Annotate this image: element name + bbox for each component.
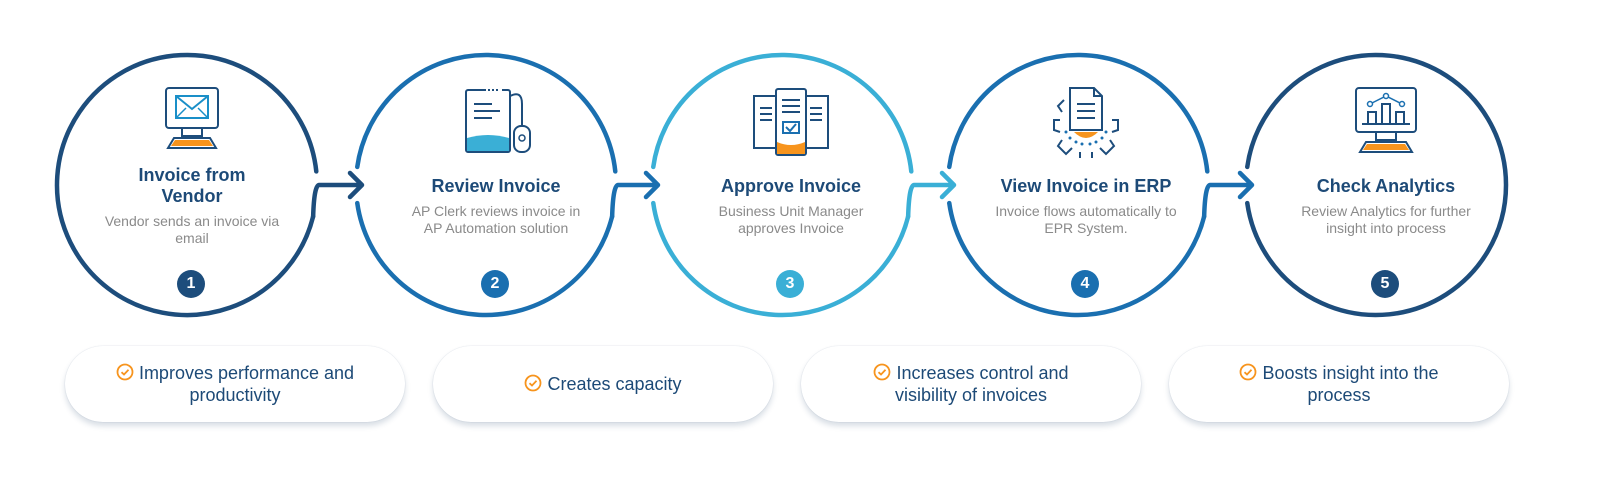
- step-description: Vendor sends an invoice via email: [104, 213, 280, 246]
- step-circle-3: [651, 52, 914, 318]
- step-description: Invoice flows automatically to EPR Syste…: [995, 203, 1177, 236]
- step-title: Invoice from Vendor: [138, 165, 246, 206]
- connector-arrow-3-to-4: [905, 170, 957, 219]
- step-number-badge: 3: [776, 270, 804, 298]
- benefit-pill-insight: Boosts insight into the process: [1169, 346, 1509, 422]
- connector-arrow-1-to-2: [310, 170, 365, 219]
- connector-arrow-4-to-5: [1201, 170, 1255, 219]
- documents-checkbox-icon: [753, 88, 829, 156]
- step-title: Review Invoice: [431, 176, 561, 196]
- benefit-text: Increases control and visibility of invo…: [894, 363, 1069, 405]
- step-circle-1: [54, 52, 319, 318]
- step-circle-5: [1245, 52, 1509, 318]
- benefit-text: Creates capacity: [547, 374, 682, 394]
- benefit-text: Improves performance and productivity: [138, 363, 355, 405]
- step-description: Business Unit Manager approves Invoice: [718, 203, 864, 236]
- benefit-pill-capacity: Creates capacity: [433, 346, 773, 422]
- document-gear-icon: [1053, 87, 1119, 158]
- check-circle-icon: [874, 363, 891, 381]
- step-title: Approve Invoice: [720, 176, 862, 196]
- step-number-badge: 5: [1371, 270, 1399, 298]
- check-circle-icon: [1240, 363, 1257, 381]
- benefit-text: Boosts insight into the process: [1262, 363, 1439, 405]
- benefit-pill-control: Increases control and visibility of invo…: [801, 346, 1141, 422]
- benefit-pill-performance: Improves performance and productivity: [65, 346, 405, 422]
- monitor-chart-icon: [1355, 87, 1417, 153]
- step-title: Check Analytics: [1316, 176, 1456, 196]
- step-description: AP Clerk reviews invoice in AP Automatio…: [411, 203, 581, 236]
- step-circle-4: [947, 52, 1210, 318]
- document-mouse-icon: [465, 88, 531, 153]
- check-circle-icon: [116, 363, 134, 381]
- monitor-email-icon: [165, 87, 219, 149]
- step-title: View Invoice in ERP: [1000, 176, 1172, 196]
- check-circle-icon: [525, 374, 542, 392]
- step-description: Review Analytics for further insight int…: [1301, 203, 1471, 236]
- connector-arrow-2-to-3: [609, 170, 661, 219]
- step-circle-2: [355, 52, 618, 318]
- step-number-badge: 2: [481, 270, 509, 298]
- step-number-badge: 1: [177, 270, 205, 298]
- step-number-badge: 4: [1071, 270, 1099, 298]
